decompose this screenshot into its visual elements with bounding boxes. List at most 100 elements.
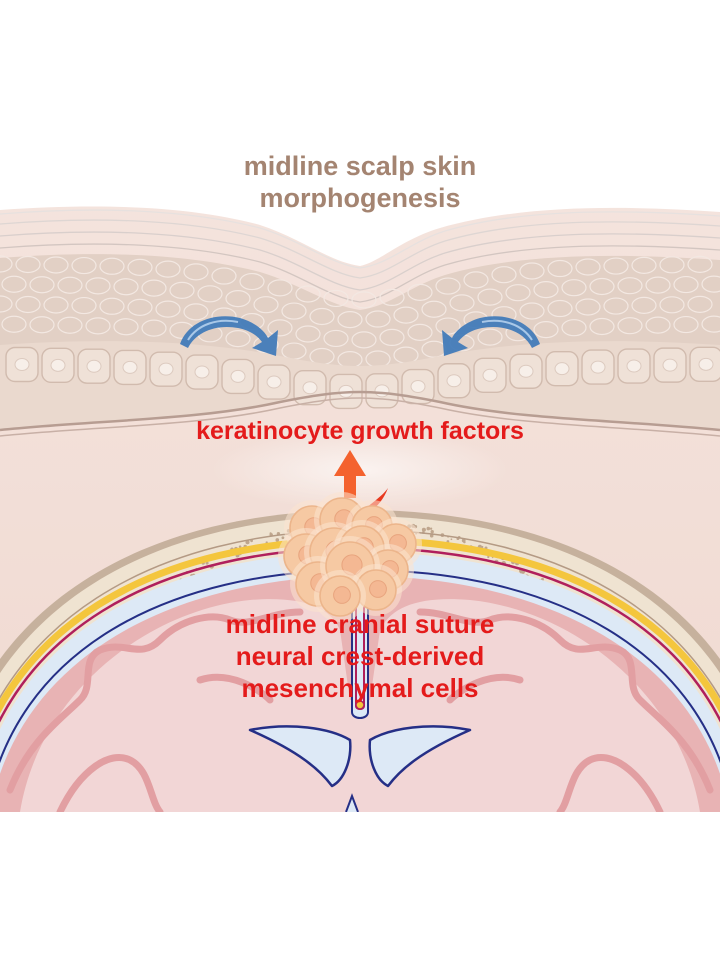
spinous-cell — [435, 317, 461, 335]
basal-cell-nucleus — [410, 380, 426, 394]
bone-pore — [269, 532, 272, 535]
spinous-cell — [267, 279, 293, 297]
spinous-cell — [225, 290, 251, 308]
bone-pore — [238, 545, 242, 548]
spinous-cell — [183, 263, 209, 281]
spinous-cell — [29, 276, 55, 294]
spinous-cell — [631, 296, 657, 314]
spinous-cell — [435, 277, 461, 295]
spinous-cell — [71, 296, 97, 315]
mesenchymal-cells-label: midline cranial suture neural crest-deri… — [0, 608, 720, 704]
spinous-cell — [225, 330, 251, 348]
spinous-cell — [1, 315, 27, 333]
mesenchyme-label-line-1: midline cranial suture — [225, 609, 495, 639]
spinous-cell — [631, 256, 657, 274]
spinous-cell — [617, 317, 643, 335]
basal-cell-nucleus — [482, 368, 498, 382]
bone-pore — [426, 526, 431, 531]
spinous-cell — [337, 311, 363, 329]
spinous-cell — [155, 260, 181, 278]
spinous-cell — [407, 323, 433, 341]
basal-cell-nucleus — [266, 375, 282, 389]
basal-cell-nucleus — [626, 359, 642, 373]
bone-pore — [245, 540, 250, 545]
spinous-cell — [575, 298, 601, 316]
spinous-cell — [519, 302, 545, 320]
spinous-cell — [99, 257, 125, 275]
spinous-cell — [309, 307, 335, 326]
spinous-cell — [85, 317, 111, 335]
basal-cell-nucleus — [590, 360, 606, 374]
bone-pore — [429, 527, 433, 530]
spinous-cell — [43, 256, 69, 274]
spinous-cell — [379, 288, 405, 307]
growth-factors-label: keratinocyte growth factors — [196, 417, 524, 445]
spinous-cell — [603, 257, 629, 275]
basal-cell-nucleus — [158, 362, 174, 376]
basal-cell-nucleus — [122, 360, 138, 374]
spinous-cell — [575, 258, 601, 276]
spinous-cells — [0, 255, 720, 369]
spinous-cell — [533, 281, 559, 299]
spinous-cell — [113, 278, 139, 296]
bone-pore — [450, 538, 453, 541]
spinous-cell — [71, 256, 97, 275]
spinous-cell — [1, 275, 27, 293]
spinous-cell — [561, 319, 587, 337]
curved-arrow-right-icon — [180, 316, 278, 356]
mesenchyme-label-line-2: neural crest-derived — [235, 641, 485, 671]
spinous-cell — [407, 283, 433, 301]
spinous-cell — [85, 277, 111, 295]
spinous-cell — [141, 319, 167, 337]
spinous-cell — [57, 276, 83, 294]
spinous-cell — [673, 275, 699, 294]
bone-pore — [461, 538, 466, 543]
basal-cell-nucleus — [230, 369, 246, 383]
spinous-cell — [281, 302, 307, 320]
skin-label-line-1: midline scalp skin — [243, 151, 477, 181]
spinous-cell — [547, 259, 573, 278]
skin-label-line-2: morphogenesis — [259, 183, 461, 213]
spinous-cell — [477, 288, 503, 306]
basal-cell-nucleus — [518, 364, 534, 378]
keratin-layers — [0, 209, 720, 303]
spinous-cell — [645, 316, 671, 334]
spinous-cell — [43, 296, 69, 314]
stratum-corneum — [0, 0, 720, 266]
spinous-cell — [659, 256, 685, 274]
spinous-cell — [505, 284, 531, 302]
arrow-up-icon — [334, 450, 366, 498]
spinous-cell — [589, 277, 615, 296]
spinous-cell — [141, 279, 167, 297]
ventricle-left — [248, 725, 352, 788]
spinous-cell — [449, 294, 475, 312]
spinous-cell — [253, 296, 279, 314]
spinous-cell — [421, 300, 447, 318]
bone-pore — [275, 538, 280, 542]
ventricle-right — [368, 725, 472, 788]
spinous-cell — [197, 285, 223, 303]
spinous-cell — [351, 291, 377, 309]
spinous-cell — [267, 319, 293, 337]
bone-pore — [281, 536, 285, 540]
spinous-cell — [365, 310, 391, 328]
spinous-cell — [169, 281, 195, 299]
spinous-cell — [0, 255, 13, 273]
spinous-cell — [127, 258, 153, 276]
spinous-cell — [379, 328, 405, 347]
spinous-cell — [659, 296, 685, 314]
spinous-cell — [589, 317, 615, 336]
spinous-cell — [617, 277, 643, 295]
skin-morphogenesis-label: midline scalp skin morphogenesis — [0, 150, 720, 214]
spinous-cell — [533, 321, 559, 339]
spinous-cell — [323, 329, 349, 348]
spinous-cell — [295, 325, 321, 343]
spinous-cell — [393, 306, 419, 324]
spinous-cell — [491, 266, 517, 284]
basal-cell-nucleus — [50, 358, 66, 372]
bone-pore — [421, 527, 426, 532]
spinous-cell — [603, 297, 629, 315]
basal-cell-nucleus — [14, 357, 30, 371]
spinous-cell — [113, 318, 139, 336]
